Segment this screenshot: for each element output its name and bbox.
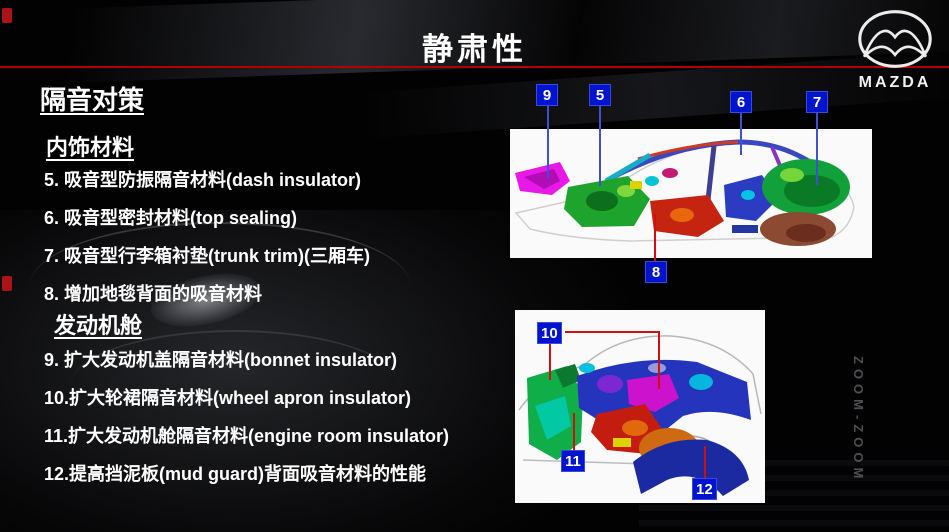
mazda-logo: MAZDA [845, 6, 945, 112]
callout-label-6: 6 [730, 91, 752, 113]
insulation-item-11: 11.扩大发动机舱隔音材料(engine room insulator) [44, 426, 450, 446]
front-cae-image [515, 310, 765, 503]
callout-label-8: 8 [645, 261, 667, 283]
title-divider-line [0, 66, 949, 68]
insulation-item-9: 9. 扩大发动机盖隔音材料(bonnet insulator) [44, 350, 397, 370]
red-watermark-mark [2, 8, 12, 23]
body-structure-diagram [510, 129, 872, 258]
mazda-wing-icon [858, 10, 932, 68]
callout-label-10: 10 [537, 322, 562, 344]
body-cae-image [510, 129, 872, 258]
subheading-engine-bay: 发动机舱 [54, 313, 143, 338]
callout-line-5 [599, 106, 601, 186]
callout-line-10a [565, 331, 660, 333]
callout-label-7: 7 [806, 91, 828, 113]
subheading-interior-materials: 内饰材料 [46, 135, 135, 160]
insulation-item-8: 8. 增加地毯背面的吸音材料 [44, 284, 263, 304]
callout-label-9: 9 [536, 84, 558, 106]
callout-line-10c [549, 344, 551, 380]
callout-line-8 [654, 214, 656, 261]
car-body-line [70, 330, 400, 452]
insulation-item-12: 12.提高挡泥板(mud guard)背面吸音材料的性能 [44, 464, 427, 484]
car-hood-line [30, 222, 410, 374]
callout-line-11 [573, 413, 575, 450]
zoom-zoom-watermark: ZOOM-ZOOM [851, 356, 866, 484]
callout-line-7 [816, 113, 818, 185]
section-heading-soundproofing: 隔音对策 [40, 85, 145, 115]
callout-label-5: 5 [589, 84, 611, 106]
callout-line-10b [658, 331, 660, 389]
insulation-item-7: 7. 吸音型行李箱衬垫(trunk trim)(三厢车) [44, 246, 370, 266]
insulation-item-6: 6. 吸音型密封材料(top sealing) [44, 208, 298, 228]
callout-line-12 [704, 446, 706, 478]
callout-line-9 [547, 106, 549, 178]
page-title: 静肃性 [422, 32, 527, 67]
front-structure-diagram [515, 310, 765, 503]
red-watermark-mark-2 [2, 276, 12, 291]
callout-label-11: 11 [561, 450, 585, 472]
callout-line-6 [740, 113, 742, 155]
brand-text: MAZDA [858, 74, 932, 91]
callout-label-12: 12 [692, 478, 717, 500]
insulation-item-10: 10.扩大轮裙隔音材料(wheel apron insulator) [44, 388, 412, 408]
insulation-item-5: 5. 吸音型防振隔音材料(dash insulator) [44, 170, 362, 190]
